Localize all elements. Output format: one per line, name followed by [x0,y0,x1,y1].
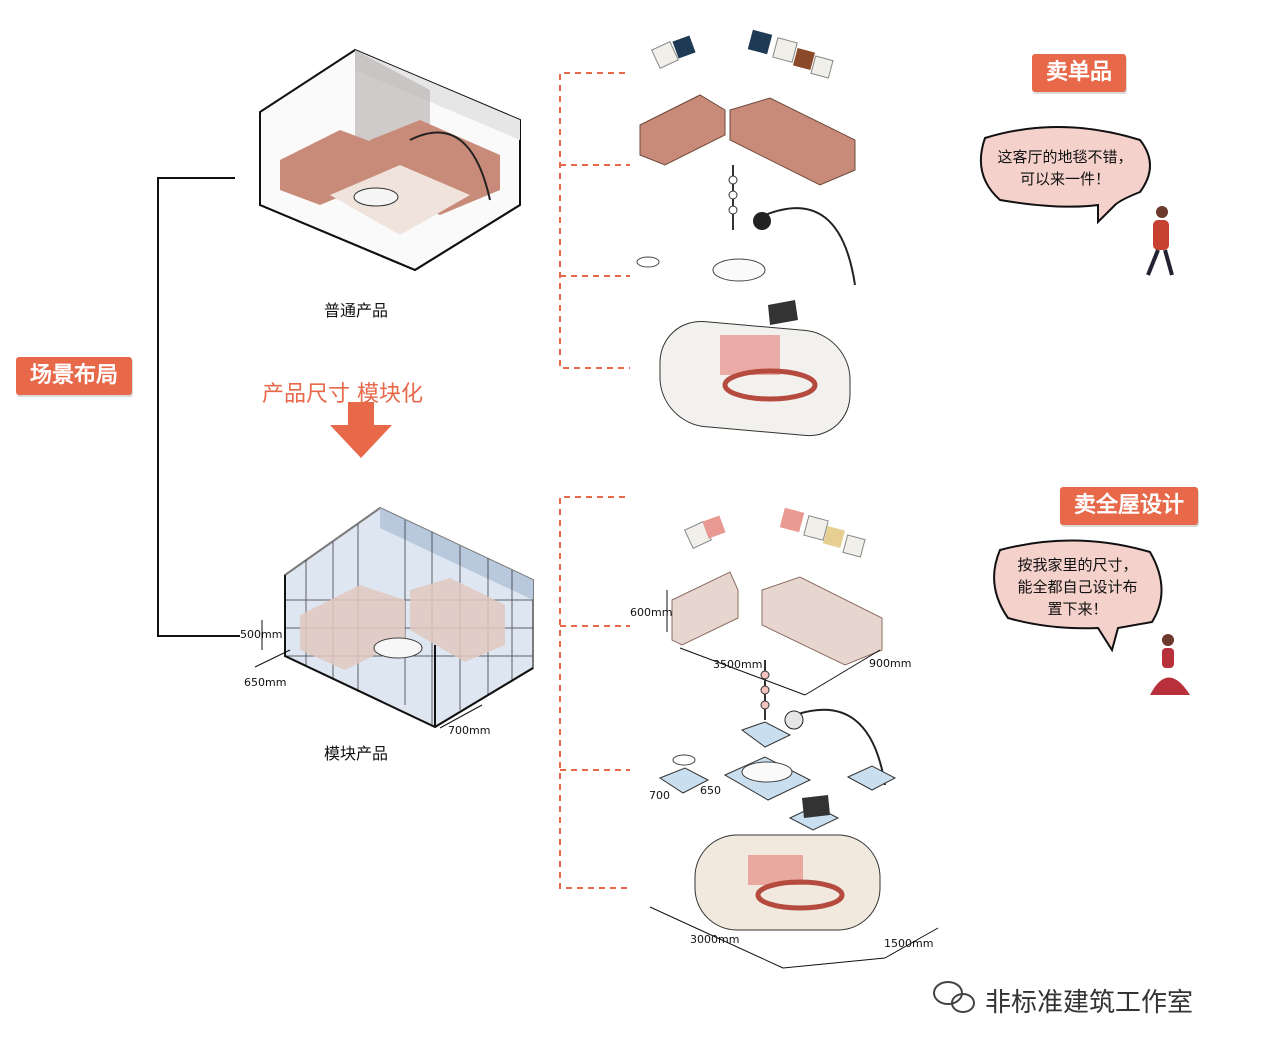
tree-connector [157,177,240,637]
side-table-dim-a: 700 [649,789,670,802]
person-bottom-figure [1150,634,1190,695]
sofa-top [639,94,856,186]
box-length-dim: 700mm [448,724,491,737]
box-dimension-lines [254,620,483,729]
sofa-height-dim: 600mm [630,606,673,619]
modular-product-caption: 模块产品 [324,744,389,763]
side-table-dim-b: 650 [700,784,721,797]
speech-bottom-line-1: 按我家里的尺寸， [1017,556,1138,574]
watermark-text: 非标准建筑工作室 [985,988,1194,1018]
speech-bubble-top [979,125,1151,225]
speech-top-line-1: 这客厅的地毯不错， [997,148,1133,166]
standard-room-illustration [259,48,521,272]
sofa-bottom [671,571,883,666]
sofa-dimension-lines [666,590,881,696]
furniture-top [636,165,856,325]
down-arrow [330,402,392,458]
scene-layout-tag: 场景布局 [16,357,133,395]
sell-single-tag: 卖单品 [1032,54,1127,92]
sofa-length-dim: 3500mm [713,658,763,671]
bottom-bracket [559,496,630,889]
pillow-group-bottom [684,507,866,558]
wechat-icon [933,981,975,1013]
rug-top [659,321,851,437]
person-top-figure [1146,206,1174,276]
box-width-dim: 500mm [240,628,283,641]
top-bracket [559,72,630,369]
sofa-depth-dim: 900mm [869,657,912,670]
rug-width-dim: 1500mm [884,937,934,950]
modular-room-illustration [284,506,534,729]
standard-product-caption: 普通产品 [324,301,389,320]
speech-bottom-line-2: 能全都自己设计布 [1017,578,1138,596]
speech-bubble-bottom [993,539,1163,653]
furniture-bottom [658,660,897,831]
rug-bottom [694,834,881,931]
modularization-arrow-label: 产品尺寸 模块化 [262,382,423,407]
box-depth-dim: 650mm [244,676,287,689]
rug-dimension-lines [649,906,939,969]
speech-bottom-line-3: 置下来！ [1047,600,1108,618]
pillow-group-top [651,29,834,79]
rug-length-dim: 3000mm [690,933,740,946]
speech-top-line-2: 可以来一件！ [1019,170,1110,188]
sell-whole-house-tag: 卖全屋设计 [1060,487,1199,525]
